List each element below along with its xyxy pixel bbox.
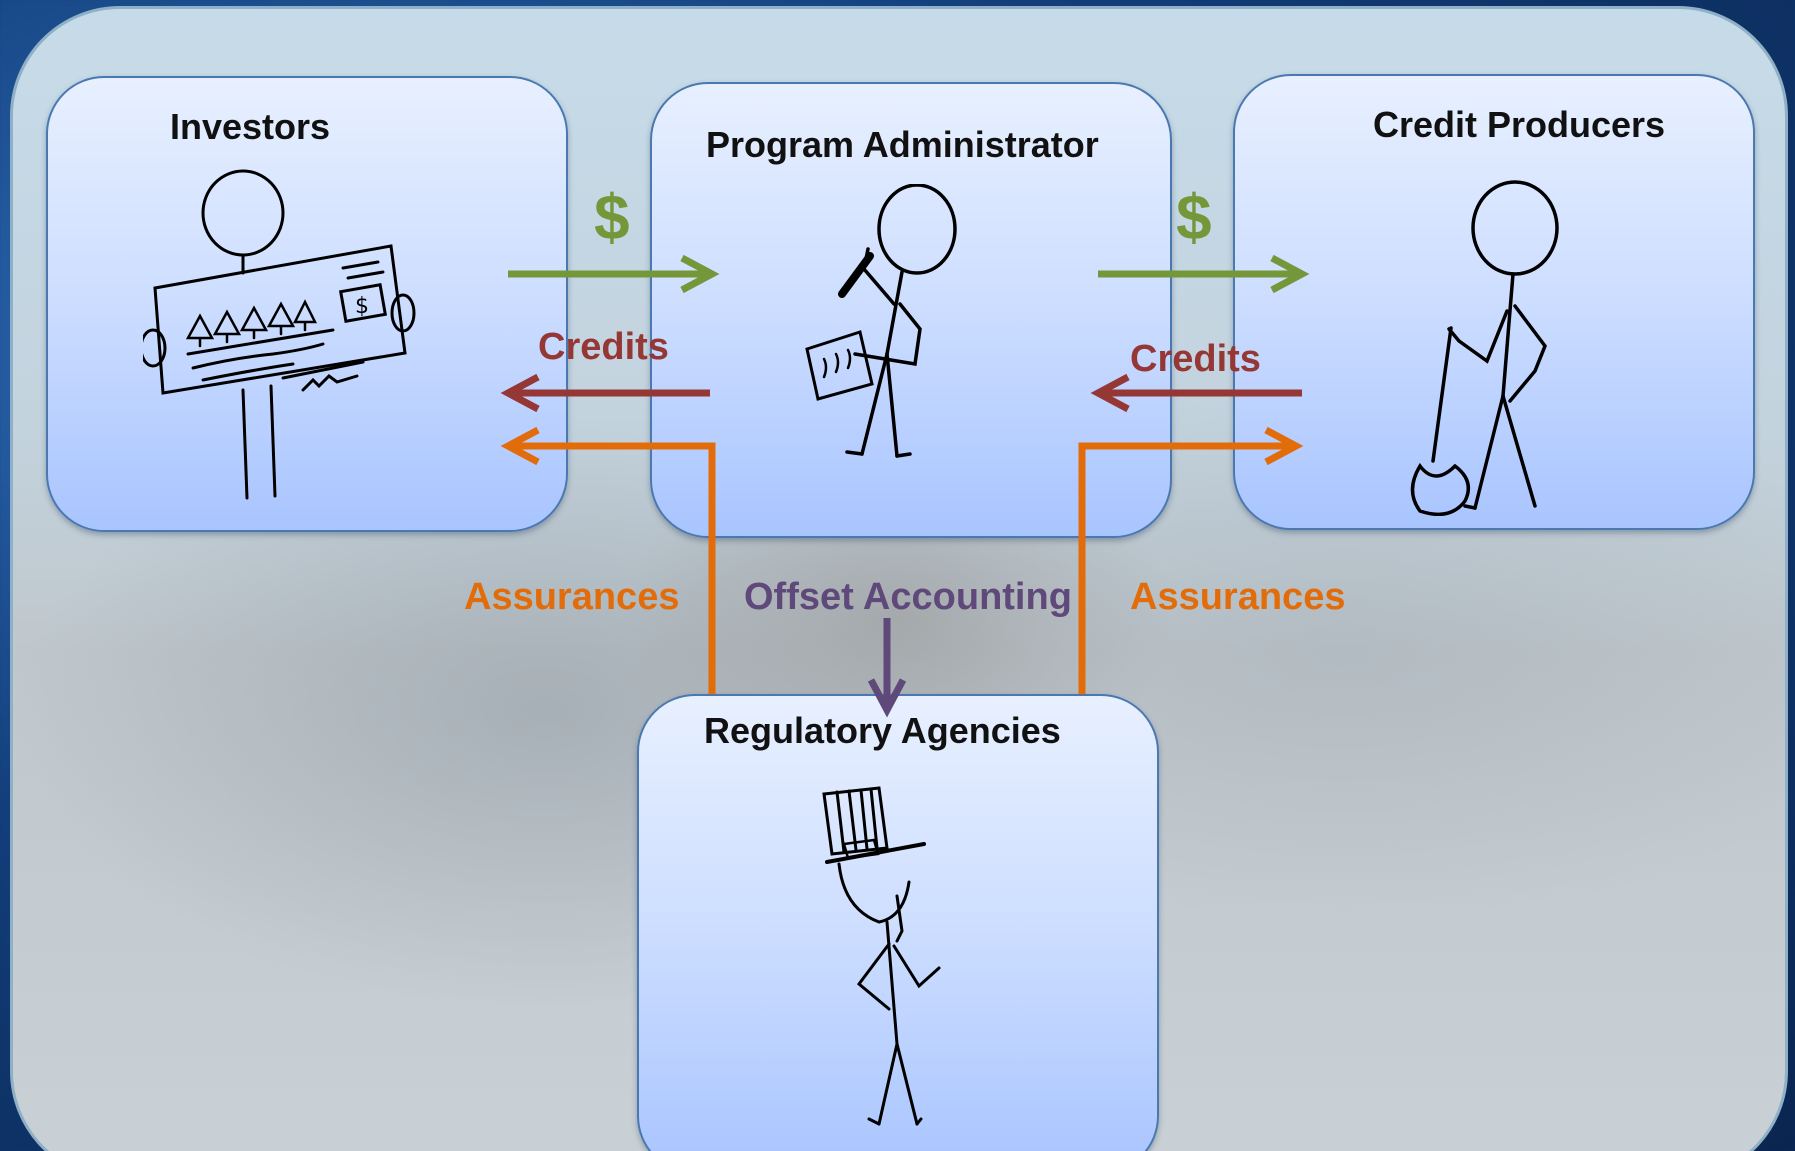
assurances-label-right: Assurances xyxy=(1130,576,1346,618)
assurances-arrow-regulators-to-producers xyxy=(1078,426,1304,694)
person-holding-check-icon: $ xyxy=(143,169,416,500)
producers-box: Credit Producers xyxy=(1233,74,1755,530)
svg-text:$: $ xyxy=(355,294,369,319)
credits-label-left: Credits xyxy=(538,326,669,368)
person-with-shovel-icon xyxy=(1410,180,1559,516)
uncle-sam-figure-icon xyxy=(822,786,941,1126)
regulators-title: Regulatory Agencies xyxy=(704,710,1061,751)
investors-box: Investors $ xyxy=(46,76,568,532)
credits-arrow-producers-to-admin xyxy=(1090,373,1302,413)
money-label-left: $ xyxy=(594,181,630,253)
assurances-label-left: Assurances xyxy=(464,576,680,618)
admin-title: Program Administrator xyxy=(706,124,1099,165)
money-label-right: $ xyxy=(1176,181,1212,253)
regulators-box: Regulatory Agencies xyxy=(637,694,1159,1151)
person-with-phone-and-clipboard-icon xyxy=(805,184,957,458)
money-arrow-investors-to-admin xyxy=(508,254,720,294)
offset-accounting-label: Offset Accounting xyxy=(744,576,1072,618)
money-arrow-admin-to-producers xyxy=(1098,254,1310,294)
credits-label-right: Credits xyxy=(1130,338,1261,380)
offset-accounting-arrow xyxy=(867,618,907,718)
assurances-arrow-regulators-to-investors xyxy=(500,426,716,694)
investors-title: Investors xyxy=(170,106,331,147)
producers-title: Credit Producers xyxy=(1373,104,1666,145)
credits-arrow-admin-to-investors xyxy=(500,373,710,413)
